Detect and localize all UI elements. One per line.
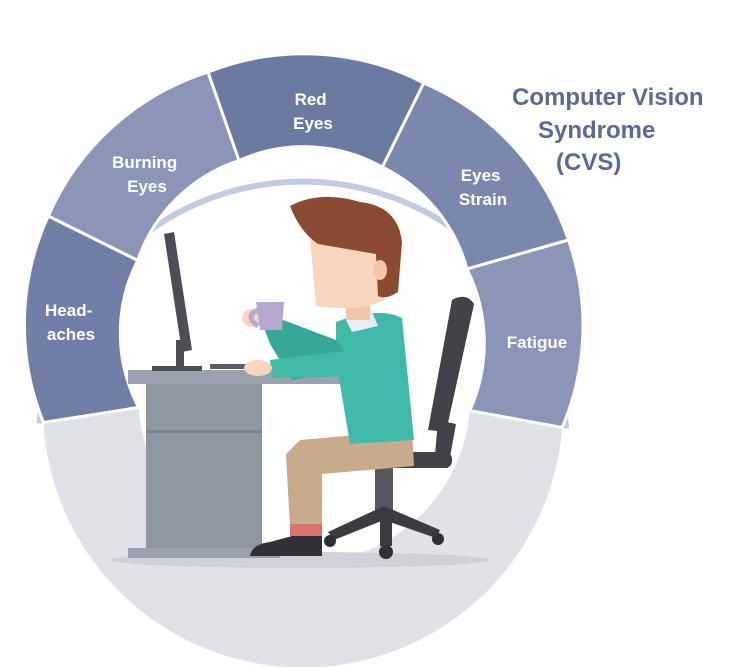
person-forearm <box>270 350 360 378</box>
coffee-mug-handle <box>248 307 260 329</box>
keyboard <box>210 364 260 369</box>
segment-eyes-strain: Eyes Strain <box>380 81 571 271</box>
monitor-foot <box>152 366 202 371</box>
segment-red-eyes-label: Red Eyes <box>293 90 333 133</box>
person-hand <box>244 360 272 376</box>
lower-ring-background <box>43 407 563 667</box>
segment-headaches-label: Head- aches <box>45 301 97 344</box>
person-ear <box>373 260 387 280</box>
person-shoe <box>250 536 322 556</box>
person-sock <box>290 524 322 536</box>
segment-fatigue: Fatigue <box>464 238 585 430</box>
coffee-mug <box>256 302 284 330</box>
person-hair <box>290 196 402 298</box>
chair-wheel <box>379 545 393 559</box>
chair-back <box>428 296 474 432</box>
person-legs <box>286 430 414 528</box>
desk-base <box>128 548 280 558</box>
symptom-ring: Head- aches Burning Eyes Red Eyes Eyes S… <box>22 52 585 430</box>
computer-monitor <box>152 232 260 371</box>
segment-red-eyes: Red Eyes <box>206 52 426 170</box>
segment-fatigue-shape <box>464 238 585 430</box>
person <box>242 196 414 556</box>
chair-post <box>375 468 393 510</box>
segment-fatigue-label: Fatigue <box>507 333 567 352</box>
segment-headaches: Head- aches <box>22 213 142 425</box>
person-at-desk <box>110 196 490 568</box>
monitor-screen <box>164 232 192 352</box>
segment-burning-eyes-label: Burning Eyes <box>112 153 182 196</box>
desk-cabinet <box>146 384 262 548</box>
chair-wheel <box>324 535 336 547</box>
segment-eyes-strain-label: Eyes Strain <box>459 166 507 209</box>
title-line-3: (CVS) <box>556 149 621 176</box>
desk-drawer-line <box>146 430 262 433</box>
monitor-stand <box>176 340 184 368</box>
chair-base-front <box>380 512 392 546</box>
chair-wheel <box>432 533 444 545</box>
person-torso <box>336 312 414 444</box>
diagram-title: Computer Vision Syndrome (CVS) <box>512 84 704 176</box>
segment-burning-eyes: Burning Eyes <box>46 70 241 263</box>
title-line-2: Syndrome <box>538 117 655 144</box>
title-line-1: Computer Vision <box>512 84 704 111</box>
